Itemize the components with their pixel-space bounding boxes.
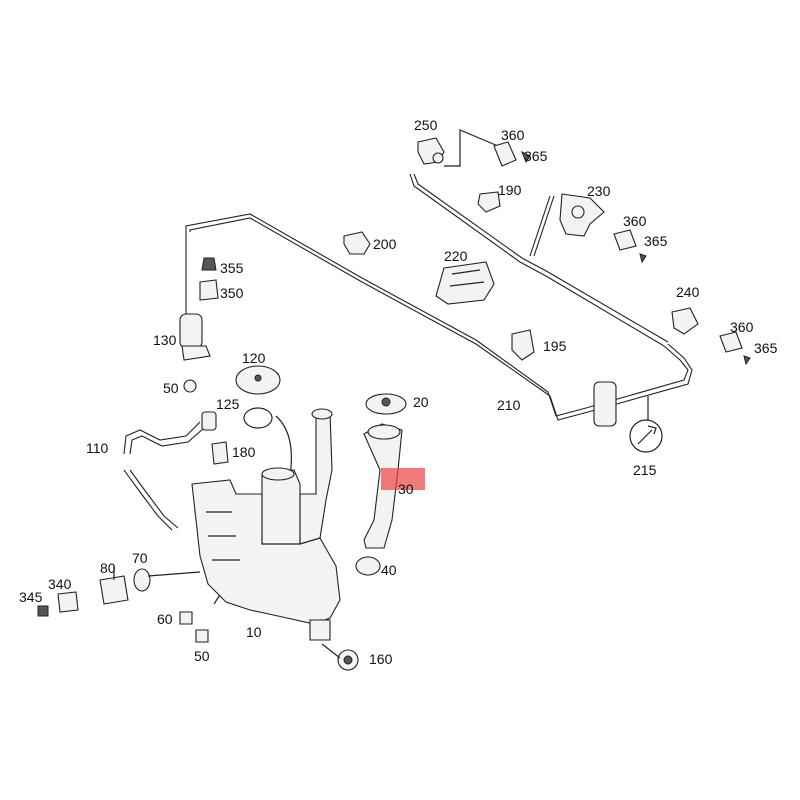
callout-215[interactable]: 215 — [633, 462, 657, 478]
arrow-125 — [275, 415, 292, 477]
callout-365a[interactable]: 365 — [524, 148, 548, 164]
nozzle-360c — [719, 331, 751, 366]
callout-160[interactable]: 160 — [369, 651, 393, 667]
bolt-160 — [337, 649, 359, 671]
nozzle-250 — [417, 137, 445, 165]
leader-80-160 — [113, 566, 341, 659]
callout-365b[interactable]: 365 — [644, 233, 668, 249]
clip-195 — [511, 329, 535, 361]
grommet-60 — [179, 611, 193, 625]
sensor-180 — [211, 441, 229, 465]
washer-pump-130 — [179, 313, 211, 361]
callout-360c[interactable]: 360 — [730, 319, 754, 335]
hose-line-210 — [185, 213, 689, 417]
callout-240[interactable]: 240 — [676, 284, 700, 300]
callout-40[interactable]: 40 — [381, 562, 397, 578]
seal-ring-125 — [243, 407, 273, 429]
callout-70[interactable]: 70 — [132, 550, 148, 566]
callout-340[interactable]: 340 — [48, 576, 72, 592]
callout-200[interactable]: 200 — [373, 236, 397, 252]
nozzle-360b — [613, 229, 647, 264]
callout-20[interactable]: 20 — [413, 394, 429, 410]
callout-360a[interactable]: 360 — [501, 127, 525, 143]
cap-120 — [235, 365, 281, 395]
pump-80 — [99, 575, 129, 605]
callout-30[interactable]: 30 — [398, 481, 414, 497]
hose-line-upper-outline — [413, 173, 669, 343]
holder-220 — [435, 261, 495, 305]
callout-110[interactable]: 110 — [86, 440, 109, 456]
callout-80[interactable]: 80 — [100, 560, 116, 576]
callout-60[interactable]: 60 — [157, 611, 173, 627]
leader-250 — [444, 129, 499, 167]
plug-345 — [37, 605, 49, 617]
cap-350 — [199, 279, 219, 301]
bracket-230 — [559, 193, 605, 237]
wrench-symbol-215 — [629, 419, 663, 453]
callout-230[interactable]: 230 — [587, 183, 611, 199]
callout-345[interactable]: 345 — [19, 589, 43, 605]
callout-250[interactable]: 250 — [414, 117, 438, 133]
callout-365c[interactable]: 365 — [754, 340, 778, 356]
clip-190 — [477, 191, 501, 213]
grommet-70 — [133, 568, 151, 592]
hose-line-upper — [409, 173, 665, 347]
grommet-50b — [195, 629, 209, 643]
callout-360b[interactable]: 360 — [623, 213, 647, 229]
reservoir-10 — [191, 408, 341, 641]
highlight-30 — [381, 468, 425, 490]
callout-220[interactable]: 220 — [444, 248, 468, 264]
grommet-40 — [355, 556, 381, 576]
grommet-50a — [183, 379, 197, 393]
grommet-210 — [593, 381, 617, 427]
callout-10[interactable]: 10 — [246, 624, 262, 640]
callout-130[interactable]: 130 — [153, 332, 177, 348]
hoses-110 — [123, 411, 217, 531]
plug-340 — [57, 591, 79, 613]
nozzle-240 — [671, 307, 699, 335]
callout-120[interactable]: 120 — [242, 350, 266, 366]
hose-line-210-outline — [189, 217, 693, 421]
callout-50a[interactable]: 50 — [163, 380, 179, 396]
nozzle-360a — [493, 141, 531, 167]
callout-190[interactable]: 190 — [498, 182, 522, 198]
callout-50b[interactable]: 50 — [194, 648, 210, 664]
callout-210[interactable]: 210 — [497, 397, 521, 413]
callout-180[interactable]: 180 — [232, 444, 256, 460]
callout-125[interactable]: 125 — [216, 396, 240, 412]
clip-200 — [343, 231, 371, 255]
valve-355 — [201, 257, 217, 271]
leader-70 — [147, 571, 201, 577]
callout-195[interactable]: 195 — [543, 338, 567, 354]
callout-350[interactable]: 350 — [220, 285, 244, 301]
callout-355[interactable]: 355 — [220, 260, 244, 276]
filler-cap-20 — [365, 393, 407, 415]
